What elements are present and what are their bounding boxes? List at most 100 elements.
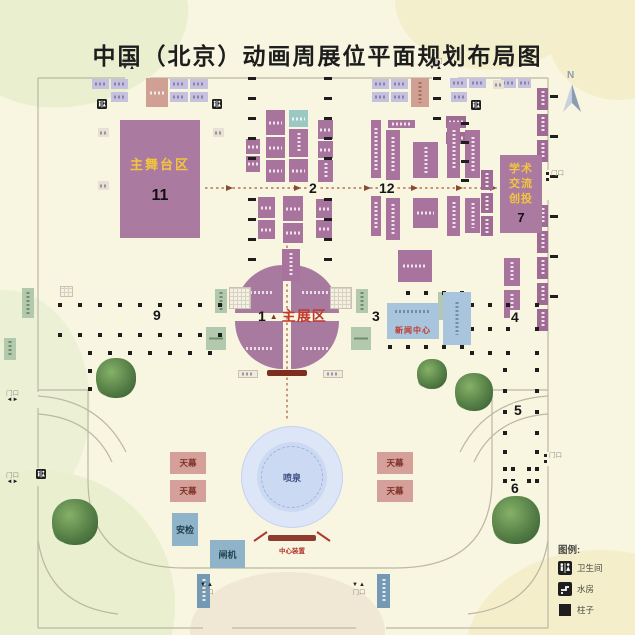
- pillar-bar: [248, 77, 256, 80]
- booth: [537, 309, 548, 331]
- pillar-bar: [248, 238, 256, 241]
- pillar-dot: [158, 303, 162, 307]
- booth: [504, 258, 520, 286]
- zone-number-4: 4: [510, 309, 520, 325]
- entrance-gate: 门口: [544, 452, 562, 464]
- pillar-bar: [324, 77, 332, 80]
- pillar-dot: [198, 333, 202, 337]
- booth: [481, 216, 493, 236]
- pillar-dot: [188, 351, 192, 355]
- pillar-dot: [470, 351, 474, 355]
- pillar-dot: [470, 303, 474, 307]
- pillar-dot: [460, 345, 464, 349]
- booth: [282, 249, 300, 281]
- canopy-block: 天幕: [170, 452, 206, 474]
- pillar-bar: [324, 198, 332, 201]
- booth: [206, 327, 226, 350]
- booth: [170, 79, 188, 89]
- booth: [465, 198, 480, 233]
- fountain: 喷泉: [247, 432, 337, 522]
- pillar-dot: [535, 389, 539, 393]
- booth: [98, 181, 109, 190]
- restroom-icon: [471, 97, 481, 115]
- zone-number-6: 6: [510, 480, 520, 496]
- pillar-icon: [559, 604, 571, 616]
- page-title: 中国（北京）动画周展位平面规划布局图: [92, 43, 543, 70]
- pillar-bar: [324, 137, 332, 140]
- canopy-block: 天幕: [170, 480, 206, 502]
- side-door-gate: 侧门▼▲: [429, 58, 443, 72]
- booth: [356, 289, 368, 313]
- legend-item: 卫生间: [558, 561, 633, 575]
- pillar-dot: [535, 351, 539, 355]
- security-turnstile-tower: [197, 574, 210, 608]
- zone-number-2: 2: [308, 180, 318, 196]
- booth: [111, 79, 128, 89]
- pillar-dot: [208, 351, 212, 355]
- booth: [388, 120, 415, 128]
- legend-item-label: 水房: [577, 584, 595, 594]
- booth: [371, 196, 381, 236]
- pillar-dot: [535, 303, 539, 307]
- booth: [372, 92, 389, 102]
- booth: [316, 220, 332, 238]
- pillar-dot: [527, 467, 531, 471]
- canopy-block: 天幕: [377, 452, 413, 474]
- legend-item: 柱子: [558, 603, 633, 617]
- zone-number-5: 5: [513, 402, 523, 418]
- booth: [246, 139, 260, 154]
- entrance-gate: 门口◄►: [6, 390, 19, 404]
- booth: [92, 79, 109, 89]
- center-installation-label: 中心装置: [279, 548, 305, 555]
- booth: [391, 92, 408, 102]
- pillar-dot: [78, 303, 82, 307]
- pillar-dot: [88, 351, 92, 355]
- pillar-dot: [503, 389, 507, 393]
- pillar-dot: [503, 431, 507, 435]
- pillar-dot: [148, 351, 152, 355]
- pillar-dot: [503, 467, 507, 471]
- tree: [492, 496, 540, 544]
- booth: [289, 110, 308, 127]
- zone-number-3: 3: [371, 308, 381, 324]
- booth: [289, 129, 308, 157]
- pillar-dot: [108, 351, 112, 355]
- booth: [372, 79, 389, 89]
- booth: [283, 223, 303, 243]
- tree: [417, 359, 447, 389]
- booth: [246, 156, 260, 172]
- side-door-gate: 侧门▼▲: [122, 58, 136, 72]
- booth: [447, 122, 460, 178]
- booth: [318, 120, 333, 139]
- pillar-bar: [461, 141, 469, 144]
- pillar-dot: [98, 303, 102, 307]
- academic-line: 学术: [509, 163, 533, 176]
- pillar-dot: [88, 387, 92, 391]
- center-installation-bar: [268, 535, 316, 541]
- booth: [386, 130, 400, 180]
- pillar-dot: [158, 333, 162, 337]
- entrance-gate: ▼▲门口: [200, 582, 214, 596]
- pillar-bar: [461, 122, 469, 125]
- entrance-gate: ▼▲门口: [352, 582, 366, 596]
- pillar-dot: [78, 333, 82, 337]
- booth: [213, 128, 224, 137]
- news-center-block: 新闻中心: [387, 303, 439, 339]
- booth: [258, 220, 275, 239]
- booth: [351, 327, 371, 350]
- pillar-dot: [388, 345, 392, 349]
- legend-item-label: 卫生间: [577, 563, 603, 573]
- booth: [451, 92, 467, 102]
- pillar-bar: [248, 137, 256, 140]
- compass: N: [556, 70, 592, 122]
- booth: [537, 231, 548, 253]
- booth: [266, 110, 285, 135]
- news-center-label: 新闻中心: [395, 326, 431, 335]
- booth: [411, 78, 429, 107]
- booth: [537, 88, 548, 110]
- booth: [266, 137, 285, 158]
- academic-number: 7: [517, 209, 525, 225]
- booth: [190, 79, 208, 89]
- pillar-dot: [138, 303, 142, 307]
